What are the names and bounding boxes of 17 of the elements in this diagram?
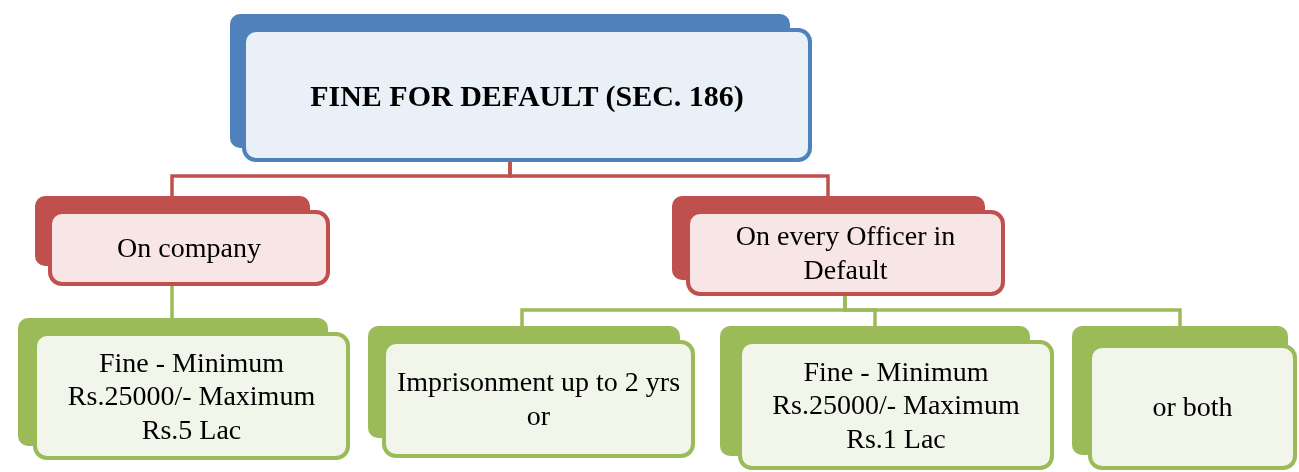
process-box <box>672 196 1005 296</box>
process-box <box>230 14 812 162</box>
connector-line <box>170 286 174 318</box>
box-label: Fine - Minimum Rs.25000/- Maximum Rs.1 Lac <box>771 354 1021 456</box>
connector-line <box>508 162 830 196</box>
process-box <box>368 326 695 458</box>
box-label: Imprisonment up to 2 yrs or <box>396 365 681 433</box>
process-box <box>720 326 1054 470</box>
connector-line <box>843 296 1182 326</box>
box-label: On every Officer in Default <box>734 219 957 287</box>
box-label: FINE FOR DEFAULT (SEC. 186) <box>310 77 744 114</box>
process-box <box>35 196 330 286</box>
box-label: or both <box>1152 390 1233 424</box>
box-label: Fine - Minimum Rs.25000/- Maximum Rs.5 Lac <box>66 345 317 447</box>
process-box <box>18 318 350 460</box>
box-label: On company <box>117 231 261 265</box>
process-box <box>1072 326 1297 470</box>
